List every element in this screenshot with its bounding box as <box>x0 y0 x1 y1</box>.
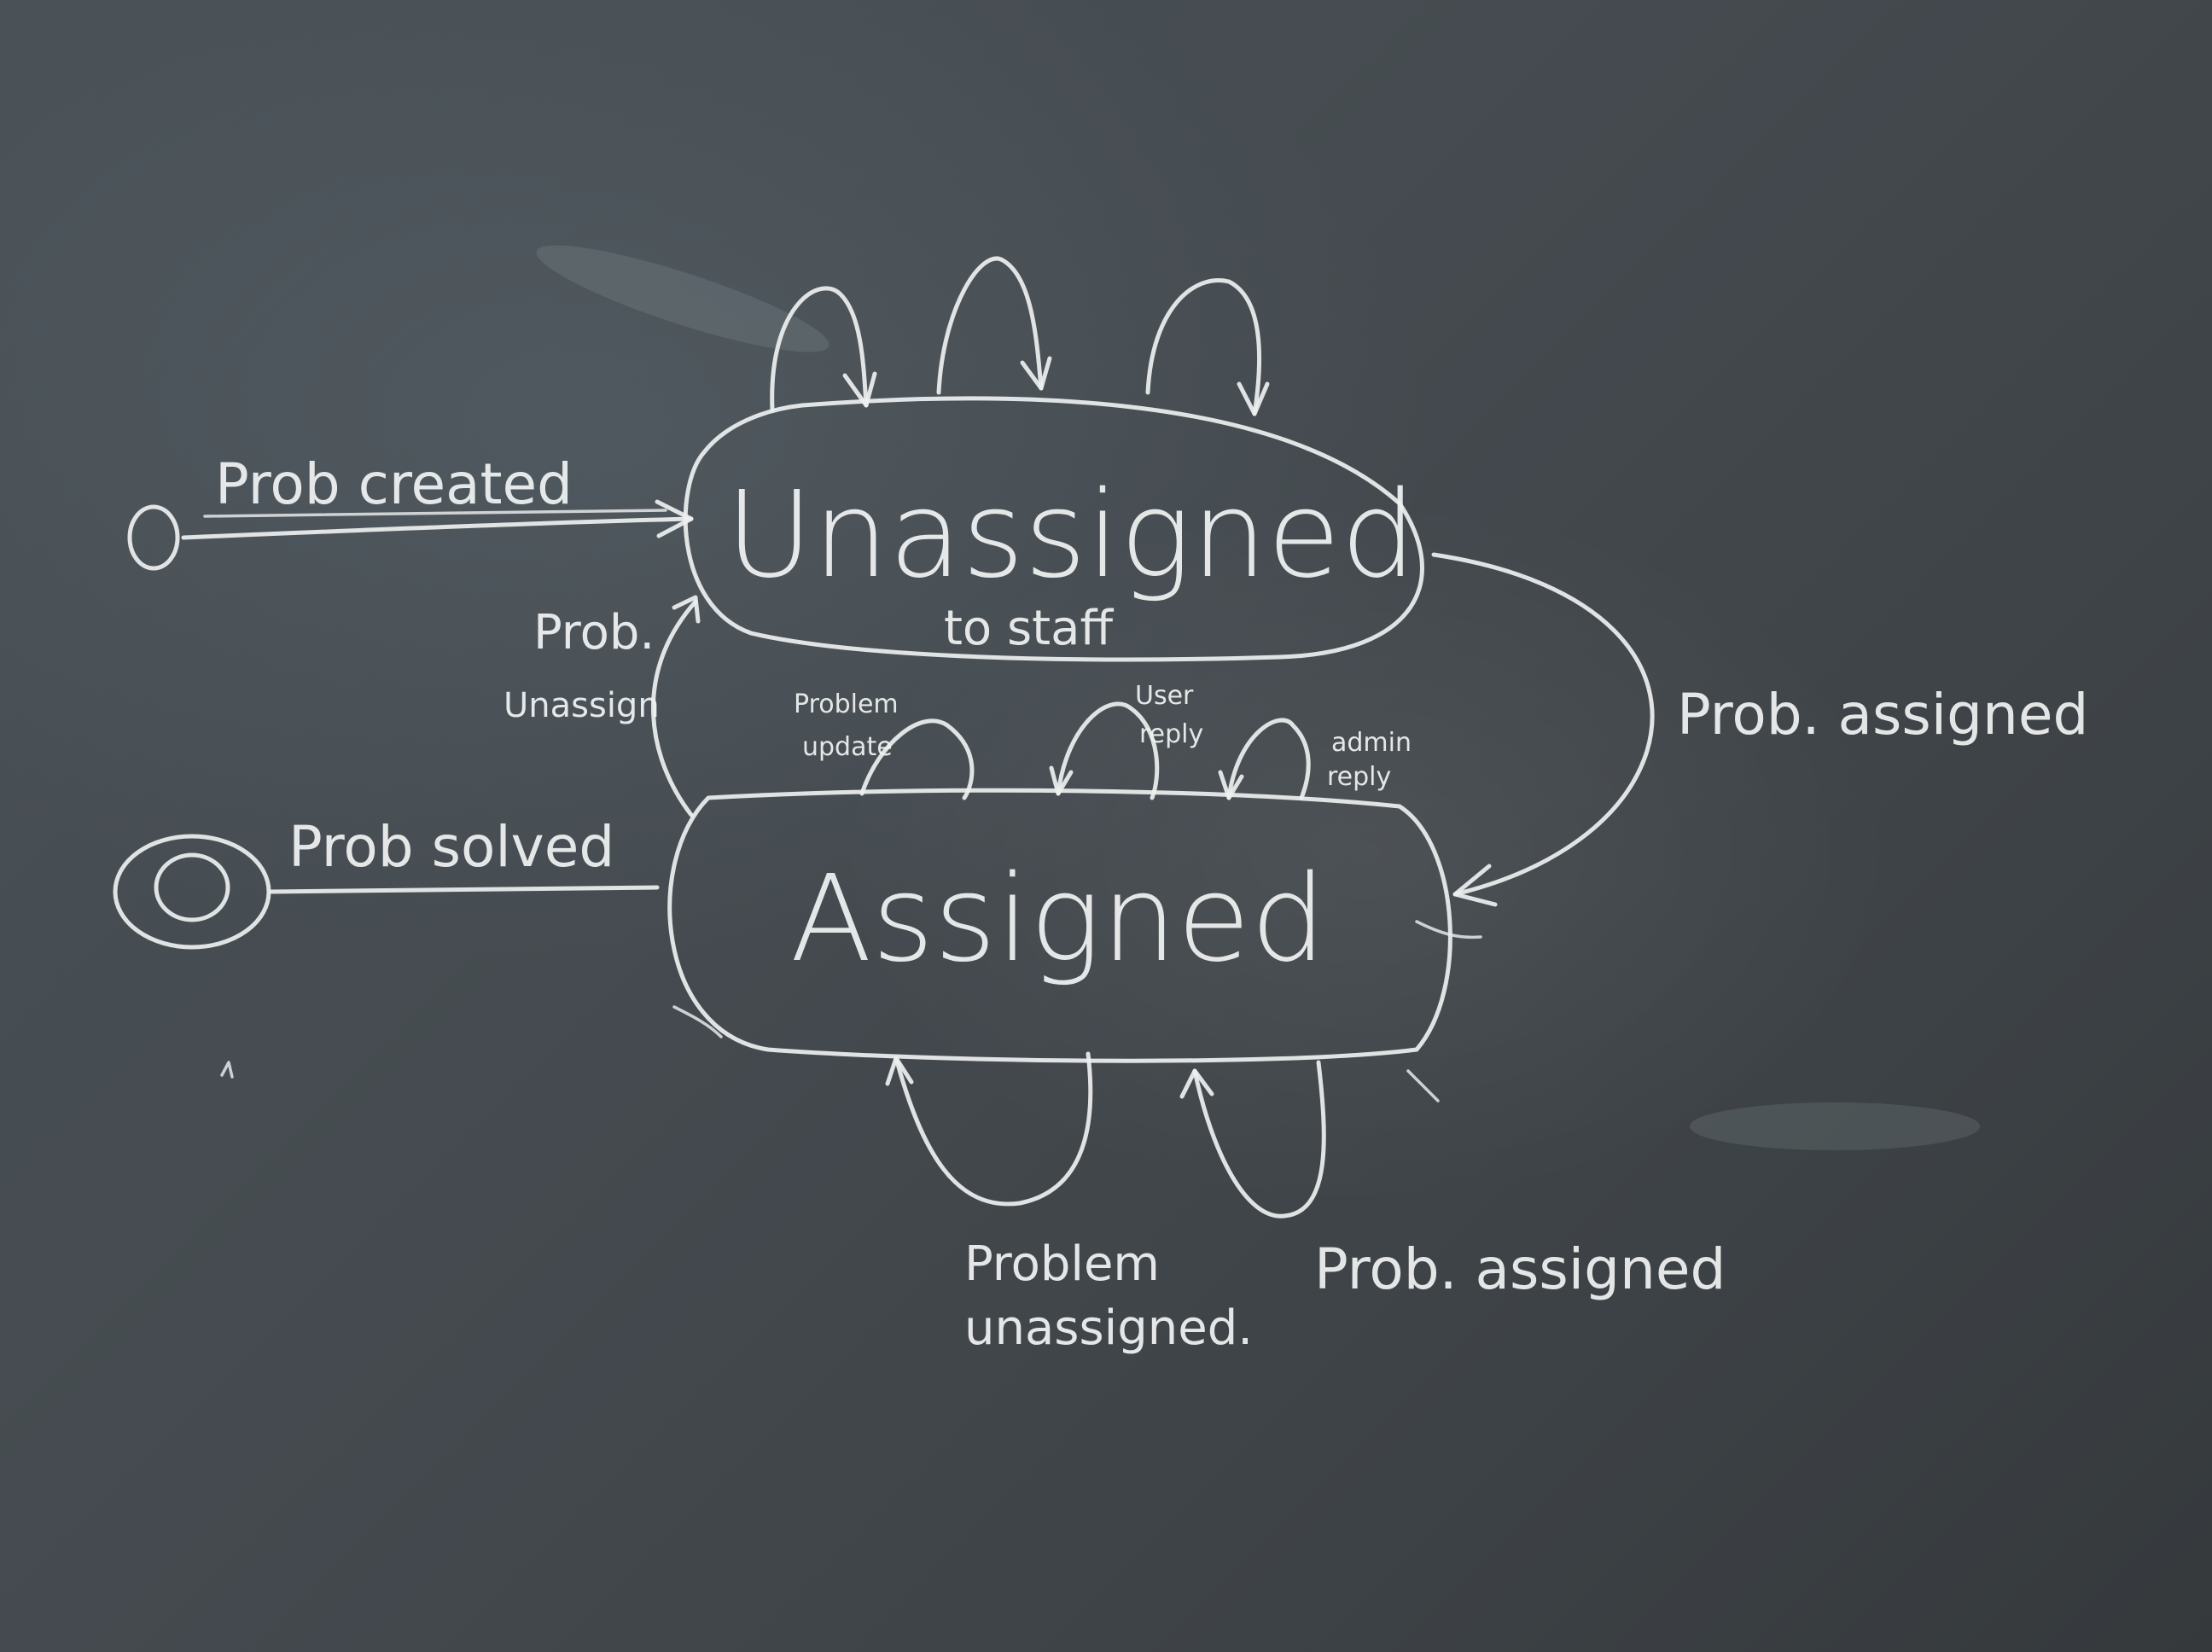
unassign-transition-arrowhead <box>672 595 701 624</box>
assigned-self-loop-reply-right <box>1226 718 1311 800</box>
eraser-smudge <box>536 245 830 352</box>
assigned-self-loop-reply-left-arrowhead <box>1049 765 1074 796</box>
initial-transition-label: Prob created <box>215 451 573 517</box>
final-state-outer-circle <box>113 834 271 950</box>
unassign-transition-arrow <box>651 599 698 817</box>
assign-transition-arrow <box>1431 552 1655 897</box>
initial-state-circle <box>127 504 180 571</box>
unassigned-state-sublabel: to staff <box>944 601 1114 656</box>
unassigned-state-box <box>683 396 1424 662</box>
initial-transition-arrow <box>181 516 694 540</box>
unassigned-self-loop-3 <box>1145 278 1262 416</box>
problem-update-label-line2: update <box>802 732 893 762</box>
problem-update-label-line1: Problem <box>794 689 899 719</box>
eraser-smudge <box>1690 1102 1980 1150</box>
final-state-inner-circle <box>154 852 230 922</box>
assign-transition-arrowhead <box>1452 864 1498 907</box>
final-transition-arrow <box>269 885 660 894</box>
chalk-tick <box>1415 920 1482 939</box>
final-transition-label: Prob solved <box>288 814 614 880</box>
chalk-tick <box>672 1005 723 1038</box>
assigned-self-loop-assigned <box>1192 1060 1326 1219</box>
unassign-transition-label-line2: Unassign <box>504 686 660 725</box>
unassigned-self-loop-3-arrowhead <box>1237 381 1270 416</box>
admin-reply-label-line2: reply <box>1327 762 1391 792</box>
assigned-state-box <box>667 788 1452 1063</box>
initial-transition-arrowhead <box>655 499 694 538</box>
assigned-self-loop-unassigned <box>894 1051 1093 1207</box>
admin-reply-label-line1: admin <box>1331 728 1412 758</box>
unassigned-self-loop-2 <box>936 256 1044 395</box>
user-reply-label-line1: User <box>1135 681 1194 711</box>
unassigned-self-loop-1-arrowhead <box>842 371 877 408</box>
chalk-tick <box>220 1061 234 1079</box>
self-assigned-label: Prob. assigned <box>1314 1236 1726 1302</box>
assigned-self-loop-reply-left <box>1056 701 1160 800</box>
assigned-self-loop-unassigned-arrowhead <box>885 1056 914 1086</box>
problem-unassigned-label-line1: Problem <box>964 1236 1160 1292</box>
unassigned-self-loop-1 <box>770 286 869 412</box>
user-reply-label-line2: reply <box>1139 719 1203 749</box>
chalk-tick <box>1406 1069 1440 1102</box>
initial-label-underline <box>203 509 667 518</box>
unassigned-state-label: Unassigned <box>725 466 1417 605</box>
unassign-transition-label-line1: Prob. <box>533 605 655 660</box>
assigned-self-loop-update <box>859 718 975 800</box>
assigned-state-label: Assigned <box>790 850 1326 989</box>
assign-transition-label: Prob. assigned <box>1677 682 2088 747</box>
unassigned-self-loop-2-arrowhead <box>1020 356 1052 391</box>
assigned-self-loop-assigned-arrowhead <box>1179 1068 1214 1099</box>
assigned-self-loop-reply-right-arrowhead <box>1218 770 1244 800</box>
problem-unassigned-label-line2: unassigned. <box>964 1300 1253 1356</box>
